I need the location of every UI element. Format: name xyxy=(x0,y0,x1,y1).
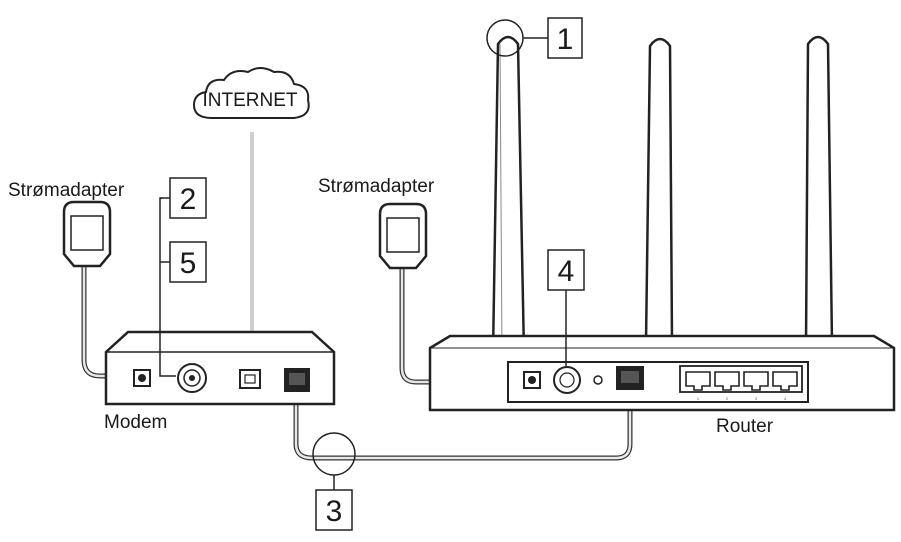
adapter-right-label: Strømadapter xyxy=(318,176,435,197)
router-reset-hole xyxy=(593,375,603,385)
router-antenna-right xyxy=(804,35,834,346)
internet-cloud: INTERNET xyxy=(192,67,310,119)
lan-port-number: 2 xyxy=(726,396,729,401)
callout-3-number: 3 xyxy=(326,495,343,528)
internet-label: INTERNET xyxy=(203,90,298,111)
lan-port-number: 3 xyxy=(755,396,758,401)
lan-port xyxy=(743,371,769,391)
router-power-button xyxy=(553,366,581,394)
modem-label: Modem xyxy=(104,412,167,433)
modem-power-button xyxy=(177,363,207,393)
callout-2-5: 2 5 xyxy=(159,177,207,377)
router-label: Router xyxy=(716,416,774,437)
lan-port xyxy=(714,371,740,391)
lan-port-number: 1 xyxy=(697,396,700,401)
router: 1 2 3 4 xyxy=(428,35,896,412)
modem-ethernet-port xyxy=(284,368,310,392)
callout-4: 4 xyxy=(547,249,585,366)
router-wan-port xyxy=(616,366,644,390)
power-adapter-left xyxy=(62,200,112,268)
router-lan-ports: 1 2 3 4 xyxy=(679,365,803,401)
callout-1: 1 xyxy=(486,17,583,59)
adapter-left-label: Strømadapter xyxy=(8,180,125,201)
power-adapter-right xyxy=(378,202,428,270)
callout-2-number: 2 xyxy=(180,183,197,216)
router-antenna-left xyxy=(491,35,526,356)
lan-port-number: 4 xyxy=(784,396,787,401)
router-antenna-middle xyxy=(644,37,674,344)
modem xyxy=(104,330,336,406)
lan-port xyxy=(772,371,798,391)
callout-5-number: 5 xyxy=(180,247,197,280)
callout-4-number: 4 xyxy=(558,255,575,288)
callout-3: 3 xyxy=(312,432,356,531)
modem-dsl-port xyxy=(239,369,261,389)
lan-port xyxy=(685,371,711,391)
callout-1-number: 1 xyxy=(557,23,574,56)
